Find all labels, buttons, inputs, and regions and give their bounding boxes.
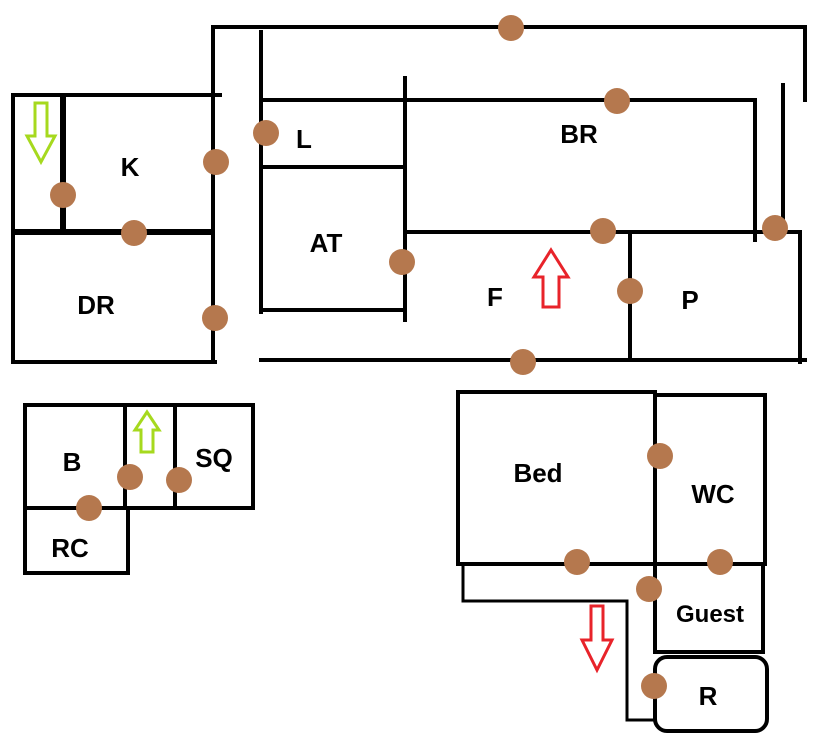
door-marker <box>498 15 524 41</box>
room-label-r: R <box>699 681 718 711</box>
room-label-rc: RC <box>51 533 89 563</box>
door-marker <box>647 443 673 469</box>
passage-wall <box>461 566 655 722</box>
door-marker <box>762 215 788 241</box>
room-label-l: L <box>296 124 312 154</box>
room-label-wc: WC <box>691 479 735 509</box>
room-label-sq: SQ <box>195 443 233 473</box>
room-label-f: F <box>487 282 503 312</box>
room-label-k: K <box>121 152 140 182</box>
door-marker <box>203 149 229 175</box>
b-sq-outline <box>23 403 255 510</box>
door-marker <box>121 220 147 246</box>
door-marker <box>604 88 630 114</box>
room-label-p: P <box>681 285 698 315</box>
door-marker <box>510 349 536 375</box>
door-marker <box>389 249 415 275</box>
door-marker <box>707 549 733 575</box>
door-marker <box>641 673 667 699</box>
door-marker <box>617 278 643 304</box>
door-marker <box>50 182 76 208</box>
room-label-bed: Bed <box>513 458 562 488</box>
arrow-down-icon <box>24 101 58 166</box>
arrow-down-icon <box>579 604 615 674</box>
room-labels: K L BR AT DR F P B SQ RC Bed WC Guest R <box>51 119 744 711</box>
room-label-guest: Guest <box>676 601 744 628</box>
room-label-dr: DR <box>77 290 115 320</box>
door-marker <box>117 464 143 490</box>
door-markers <box>50 15 788 699</box>
walls-kitchen-block <box>11 93 222 364</box>
direction-arrows <box>24 101 615 674</box>
room-label-b: B <box>63 447 82 477</box>
room-label-br: BR <box>560 119 598 149</box>
wall-gap <box>252 345 270 357</box>
door-marker <box>166 467 192 493</box>
room-label-at: AT <box>310 228 343 258</box>
door-marker <box>564 549 590 575</box>
door-marker <box>202 305 228 331</box>
wall-gap <box>395 352 413 358</box>
door-marker <box>253 120 279 146</box>
door-marker <box>590 218 616 244</box>
walls-main-block <box>211 25 807 364</box>
door-marker <box>636 576 662 602</box>
door-marker <box>76 495 102 521</box>
arrow-up-icon <box>531 247 571 309</box>
arrow-up-icon <box>132 409 162 454</box>
